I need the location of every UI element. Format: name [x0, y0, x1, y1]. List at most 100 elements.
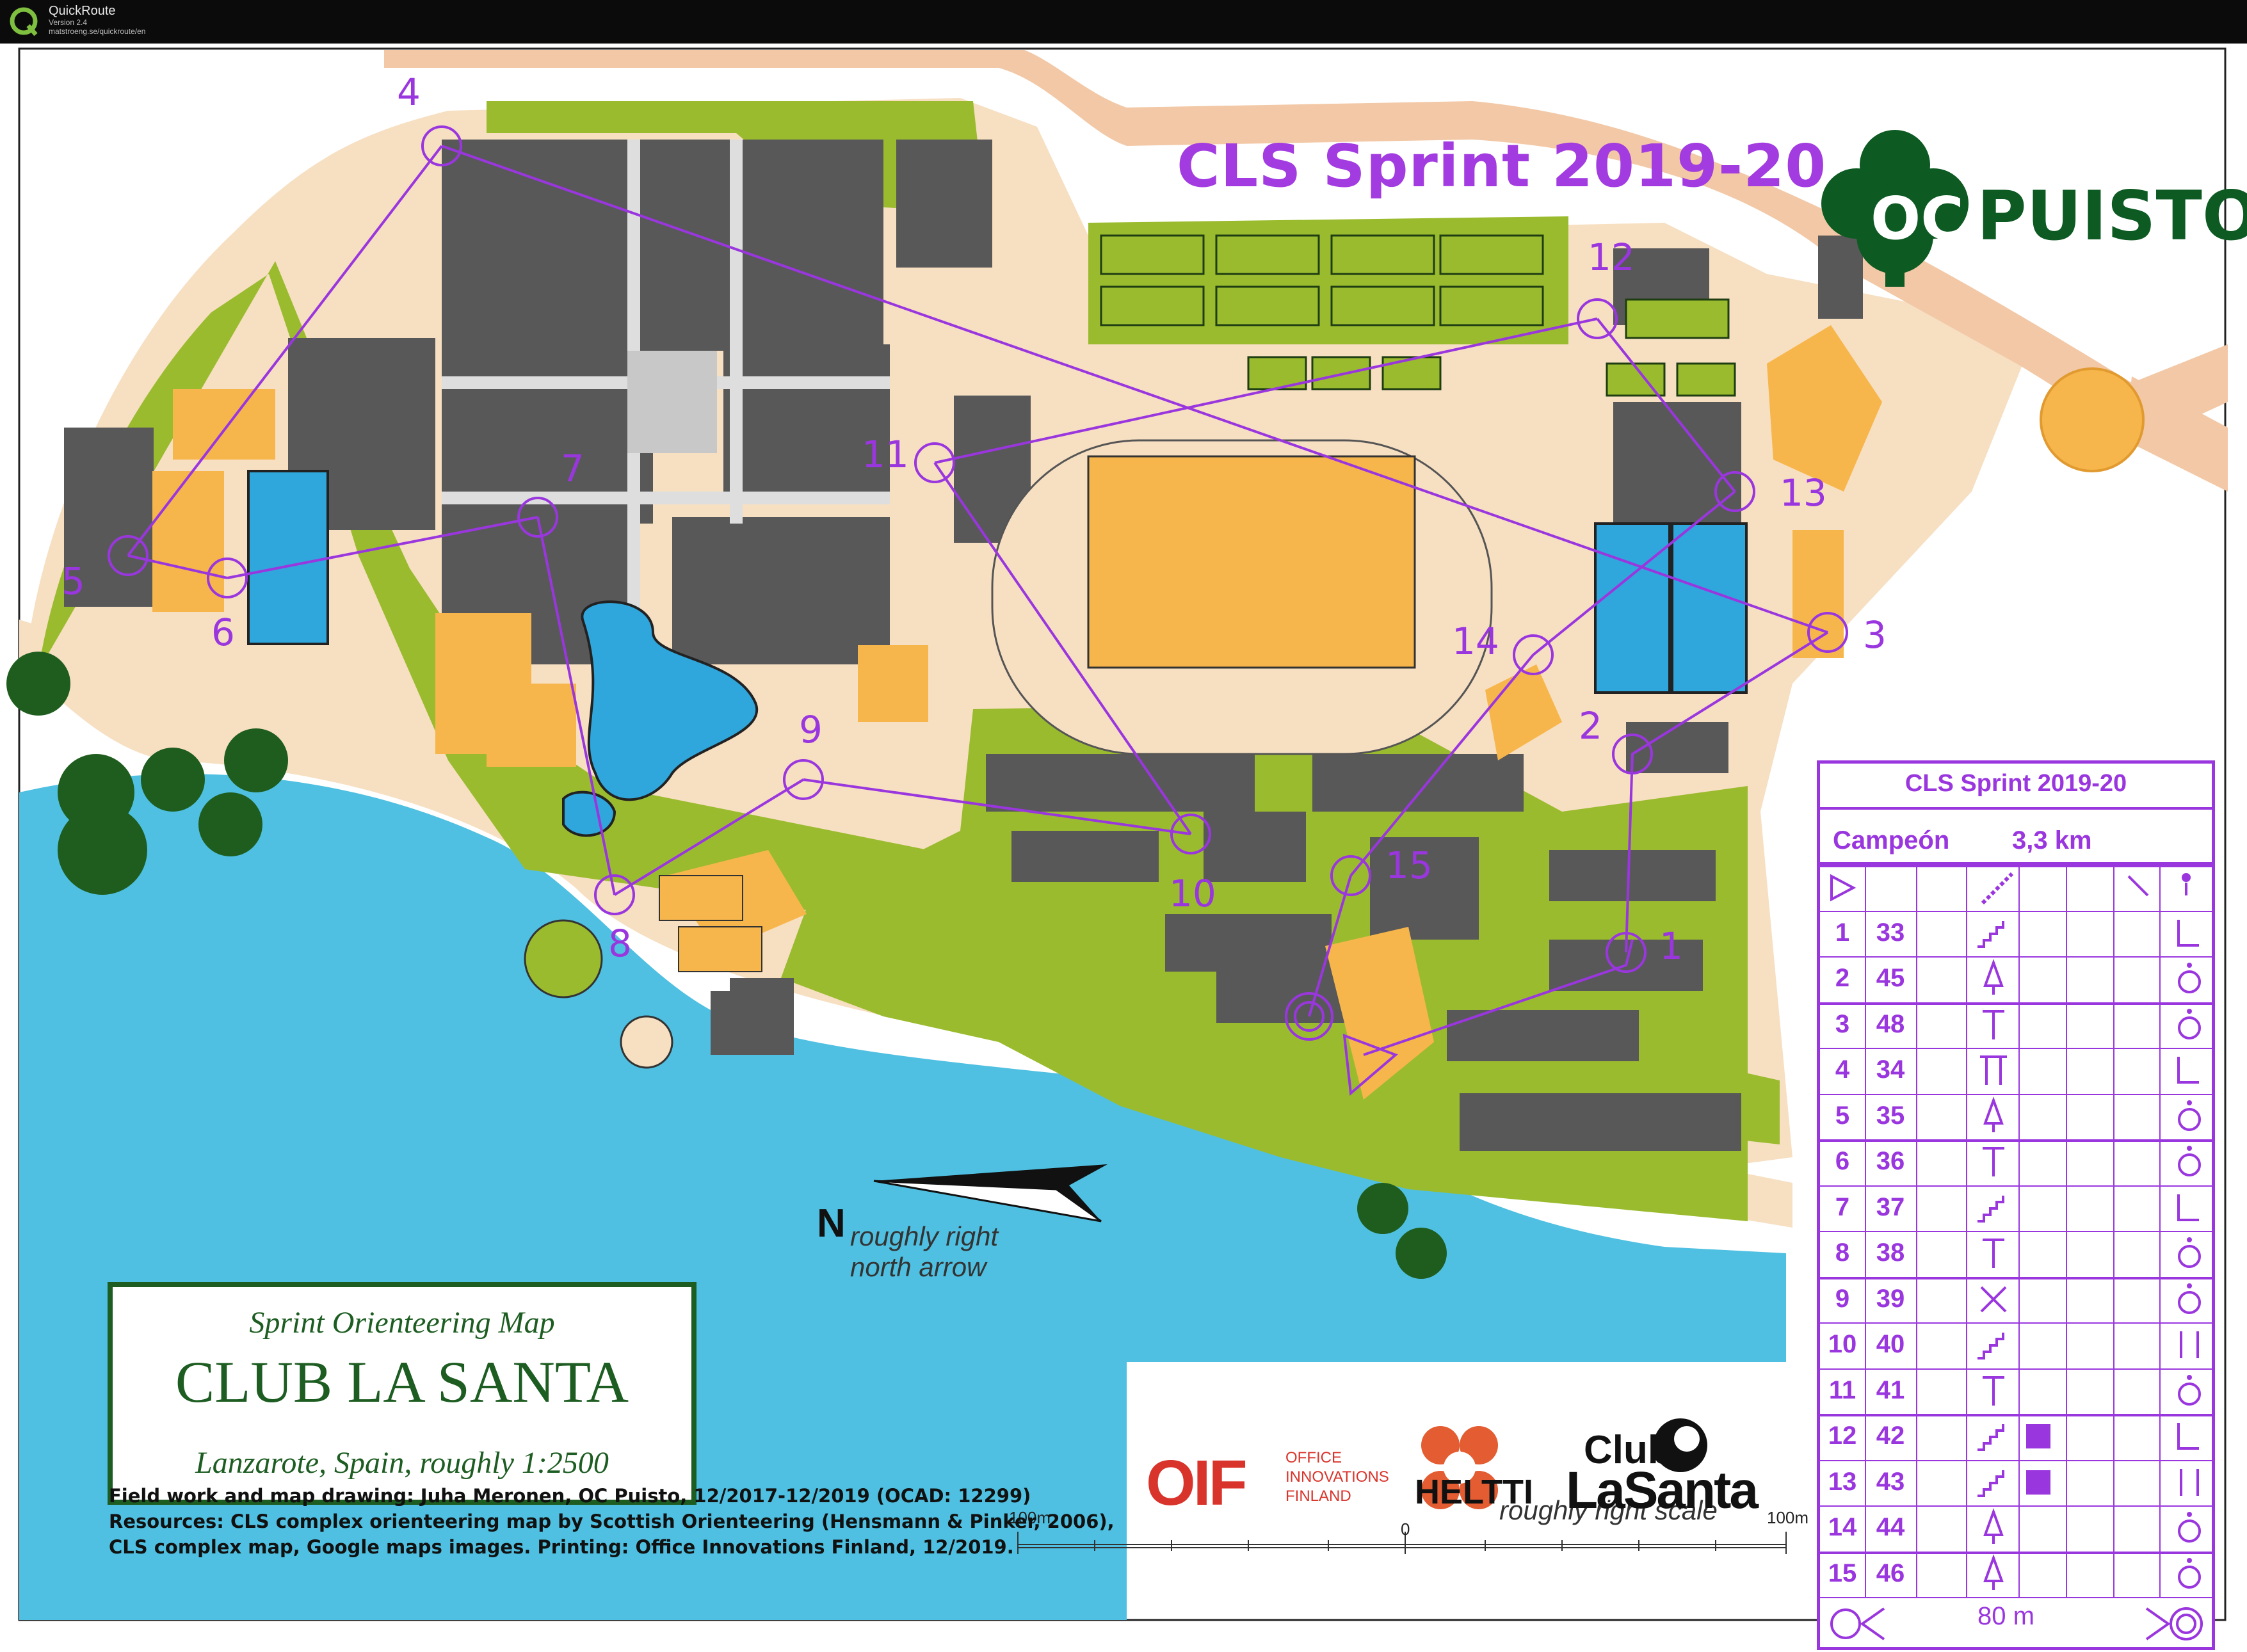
north-label: N [817, 1201, 846, 1246]
pool-east-2 [1671, 522, 1748, 694]
control-label-14: 14 [1452, 620, 1499, 663]
cls-logo-club: Club [1584, 1428, 1672, 1472]
scale-mid-label: 0 [1401, 1520, 1410, 1539]
description-row: 4 34 [1820, 1048, 2212, 1094]
oif-line-2: INNOVATIONS [1285, 1468, 1389, 1486]
description-control-code: 44 [1876, 1513, 1905, 1541]
roundabout [2040, 367, 2145, 472]
description-marker-square [2026, 1470, 2050, 1495]
cross-icon [1980, 1286, 2007, 1312]
info-name: CLUB LA SANTA [175, 1349, 629, 1415]
open-areas [152, 325, 1882, 1100]
pool-lap [247, 470, 329, 645]
description-finish-distance: 80 m [1977, 1602, 2034, 1630]
info-subtitle: Sprint Orienteering Map [249, 1306, 555, 1340]
between-detail-icon [2180, 1468, 2199, 1496]
start-row-icons [1830, 872, 2191, 905]
finish-icon [2170, 1607, 2203, 1640]
description-control-code: 41 [1876, 1375, 1905, 1404]
description-control-code: 38 [1876, 1239, 1905, 1267]
west-detail-icon [2178, 1100, 2201, 1131]
top-detail-icon [2178, 1283, 2201, 1314]
description-control-number: 12 [1828, 1422, 1857, 1450]
description-row: 7 37 [1820, 1185, 2212, 1231]
road-east [2125, 376, 2228, 492]
description-row: 9 39 [1820, 1277, 2212, 1323]
club-logo-badge: OC [1871, 184, 1964, 253]
description-control-number: 2 [1835, 964, 1850, 992]
description-control-number: 15 [1828, 1559, 1857, 1587]
pool-east-1 [1594, 522, 1671, 694]
orienteering-map[interactable]: CLS Sprint 2019-20 PUISTO OC 1 2 3 4 5 6… [0, 44, 2247, 1650]
buildings [64, 140, 1863, 1055]
description-control-code: 36 [1876, 1147, 1905, 1175]
plaza [627, 351, 717, 453]
start-arrow-icon [2127, 875, 2149, 897]
description-row: 13 43 [1820, 1460, 2212, 1506]
description-control-code: 43 [1876, 1467, 1905, 1496]
description-control-code: 39 [1876, 1284, 1905, 1313]
finish-circle [1285, 992, 1333, 1041]
control-label-11: 11 [862, 433, 909, 476]
top-detail-icon [2178, 1557, 2201, 1589]
control-circles [108, 125, 1848, 973]
control-label-10: 10 [1169, 872, 1216, 915]
start-connector-icon [1981, 872, 2014, 905]
map-info-box: Sprint Orienteering Map CLUB LA SANTA La… [108, 1282, 697, 1505]
top-detail-icon [2178, 1374, 2201, 1406]
tree-icon [1983, 1508, 2004, 1544]
control-label-2: 2 [1579, 704, 1602, 748]
oif-line-3: FINLAND [1285, 1488, 1351, 1505]
course-lines [127, 145, 1829, 1056]
oc-puisto-tree-logo [1821, 130, 1969, 287]
control-label-13: 13 [1780, 471, 1827, 515]
seat-icon [1983, 1009, 2004, 1039]
bungalows [986, 754, 1741, 1151]
tree-big-2 [620, 1015, 673, 1069]
between-detail-icon [2180, 1331, 2199, 1358]
tree-icon [1983, 1553, 2004, 1590]
credits-line-2: Resources: CLS complex orienteering map … [109, 1511, 1115, 1532]
control-label-8: 8 [608, 922, 632, 965]
trees-coast [6, 652, 1447, 1279]
corner-detail-icon [2177, 1057, 2199, 1084]
pool-lagoon [581, 600, 759, 801]
description-control-number: 8 [1835, 1239, 1850, 1267]
description-row: 8 38 [1820, 1231, 2212, 1277]
description-control-number: 9 [1835, 1284, 1850, 1313]
description-control-number: 14 [1828, 1513, 1857, 1541]
description-control-number: 4 [1835, 1055, 1850, 1084]
credits-line-1: Field work and map drawing: Juha Meronen… [109, 1485, 1031, 1507]
corner-detail-icon [2177, 1194, 2199, 1221]
cls-logo-lasanta: LaSanta [1566, 1461, 1759, 1520]
description-control-code: 37 [1876, 1192, 1905, 1221]
description-length: 3,3 km [2012, 826, 2092, 854]
description-control-code: 46 [1876, 1559, 1905, 1587]
description-control-number: 7 [1835, 1192, 1850, 1221]
map-title: CLS Sprint 2019-20 [1177, 132, 1827, 200]
description-control-code: 42 [1876, 1422, 1905, 1450]
description-class: Campeón [1833, 826, 1950, 854]
bench-icon [1980, 1055, 2007, 1085]
seat-icon [1983, 1147, 2004, 1176]
description-row: 6 36 [1820, 1139, 2212, 1185]
scale-left-label: 100m [1009, 1508, 1051, 1527]
side-low-detail-icon [2178, 1008, 2201, 1039]
scale-bar [1017, 1532, 1787, 1554]
side-detail-icon [2178, 963, 2201, 993]
info-location: Lanzarote, Spain, roughly 1:2500 [195, 1446, 609, 1480]
description-control-number: 6 [1835, 1147, 1850, 1175]
foot-detail-icon [2177, 919, 2199, 947]
quickroute-app-icon [10, 7, 38, 36]
description-control-code: 40 [1876, 1330, 1905, 1358]
description-control-number: 13 [1828, 1467, 1857, 1496]
description-marker-square [2026, 1424, 2050, 1448]
description-control-code: 48 [1876, 1009, 1905, 1038]
control-label-3: 3 [1863, 613, 1887, 657]
description-control-code: 34 [1876, 1055, 1905, 1084]
description-title: CLS Sprint 2019-20 [1905, 770, 2127, 797]
control-label-1: 1 [1659, 924, 1683, 968]
